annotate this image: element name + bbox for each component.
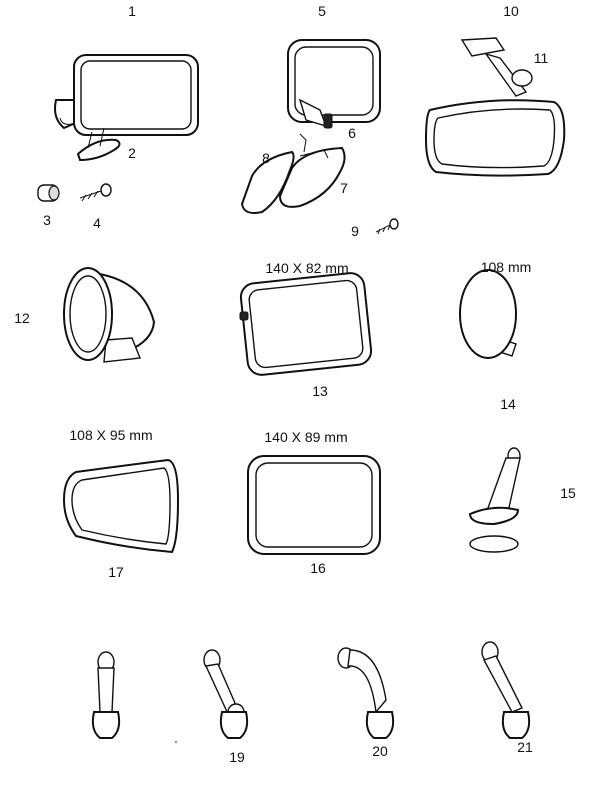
part-2-mirror-base xyxy=(76,127,121,162)
label-part-16: 16 xyxy=(310,560,326,576)
dimension-part-16: 140 X 89 mm xyxy=(264,429,348,445)
label-part-9: 9 xyxy=(351,223,359,239)
part-14-round-mirror xyxy=(459,269,517,359)
part-8-base-plate xyxy=(240,150,295,214)
part-13-mirror xyxy=(239,272,373,376)
label-part-13: 13 xyxy=(312,383,328,399)
part-20-stem xyxy=(337,647,395,739)
dimension-part-14: 108 mm xyxy=(480,259,532,275)
part-16-mirror xyxy=(247,455,381,555)
part-5-mirror-head xyxy=(287,39,381,128)
part-4-screw xyxy=(79,183,112,202)
part-11-interior-mirror xyxy=(424,69,566,177)
dimension-part-13: 140 X 82 mm xyxy=(265,260,349,276)
label-part-15: 15 xyxy=(560,485,576,501)
label-part-19: 19 xyxy=(229,749,245,765)
part-21-stem xyxy=(481,641,531,739)
part-9-screw xyxy=(375,218,399,235)
label-part-17: 17 xyxy=(108,564,124,580)
label-part-21: 21 xyxy=(517,739,533,755)
label-part-1: 1 xyxy=(128,3,136,19)
label-part-2: 2 xyxy=(128,145,136,161)
label-part-4: 4 xyxy=(93,215,101,231)
part-17-mirror xyxy=(62,458,180,554)
part-15-mirror-stem xyxy=(468,447,521,553)
part-1-door-mirror xyxy=(54,54,199,136)
stem-unlabeled xyxy=(91,651,121,739)
part-19-stem xyxy=(203,649,249,739)
label-part-5: 5 xyxy=(318,3,326,19)
part-10-mirror-mount xyxy=(460,37,528,97)
part-6-bolt xyxy=(299,113,333,153)
part-3-nut xyxy=(37,184,60,202)
dimension-part-17: 108 X 95 mm xyxy=(69,427,153,443)
label-part-10: 10 xyxy=(503,3,519,19)
label-part-14: 14 xyxy=(500,396,516,412)
label-part-12: 12 xyxy=(14,310,30,326)
label-part-20: 20 xyxy=(372,743,388,759)
label-part-7: 7 xyxy=(340,180,348,196)
label-part-8: 8 xyxy=(262,150,270,166)
part-7-base-plate xyxy=(278,146,346,208)
label-part-6: 6 xyxy=(348,125,356,141)
part-12-wing-mirror xyxy=(63,267,156,363)
label-part-3: 3 xyxy=(43,212,51,228)
label-part-11: 11 xyxy=(533,50,549,66)
